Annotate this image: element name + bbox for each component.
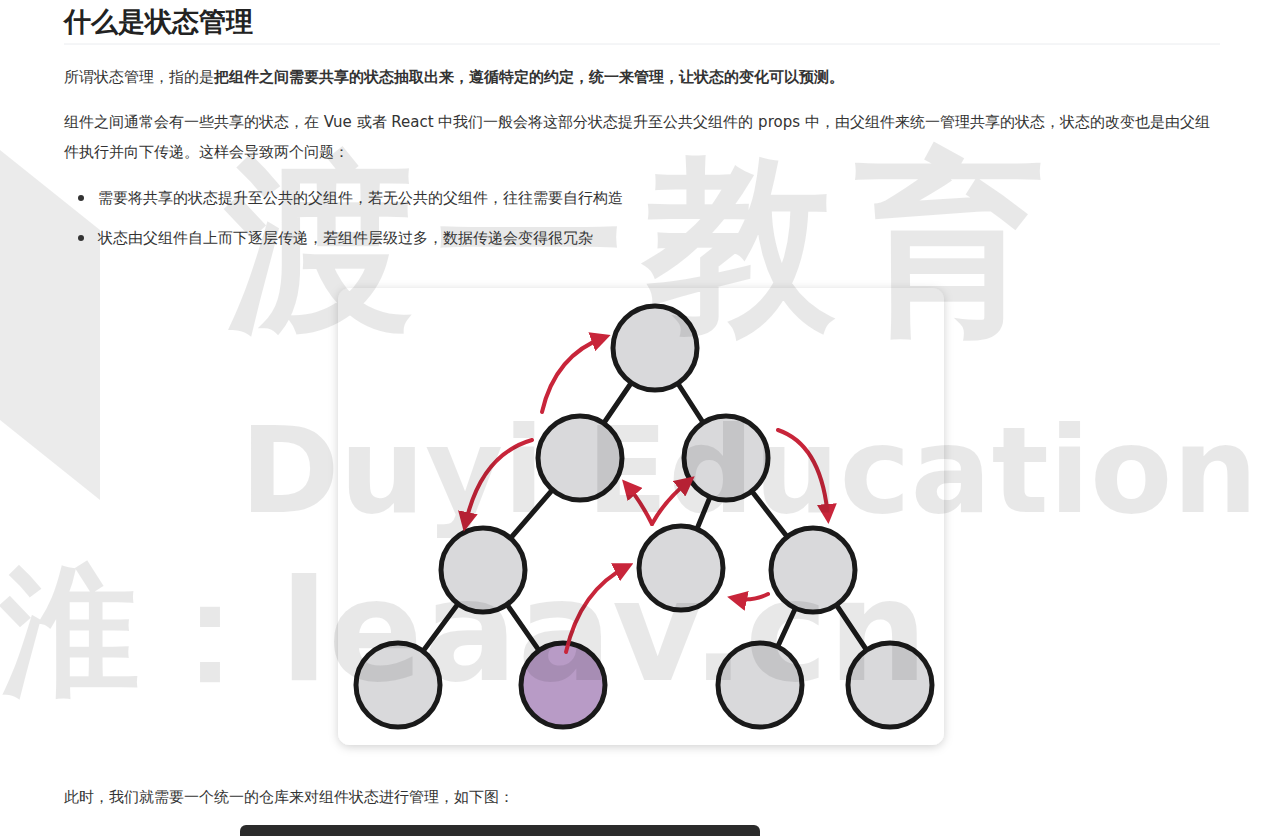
paragraph: 组件之间通常会有一些共享的状态，在 Vue 或者 React 中我们一般会将这部…: [64, 107, 1224, 167]
list-item: 状态由父组件自上而下逐层传递，若组件层级过多，数据传递会变得很冗杂: [98, 223, 1218, 253]
paragraph: 此时，我们就需要一个统一的仓库来对组件状态进行管理，如下图：: [64, 782, 1224, 812]
watermark-logo: [0, 150, 100, 500]
paragraph: 所谓状态管理，指的是把组件之间需要共享的状态抽取出来，遵循特定的约定，统一来管理…: [64, 62, 1224, 92]
bullet-dot: [78, 195, 84, 201]
bullet-dot: [78, 235, 84, 241]
paragraph-text: 所谓状态管理，指的是: [64, 68, 214, 86]
watermark-text: 淮：leaav.cn: [0, 555, 928, 709]
section-heading: 什么是状态管理: [64, 4, 253, 40]
title-rule: [64, 44, 1220, 45]
bold-text: 把组件之间需要共享的状态抽取出来，遵循特定的约定，统一来管理，让状态的变化可以预…: [214, 68, 844, 86]
code-block-top: [240, 825, 760, 836]
watermark-text: Duyi Education: [240, 405, 1258, 537]
list-item: 需要将共享的状态提升至公共的父组件，若无公共的父组件，往往需要自行构造: [98, 183, 1218, 213]
